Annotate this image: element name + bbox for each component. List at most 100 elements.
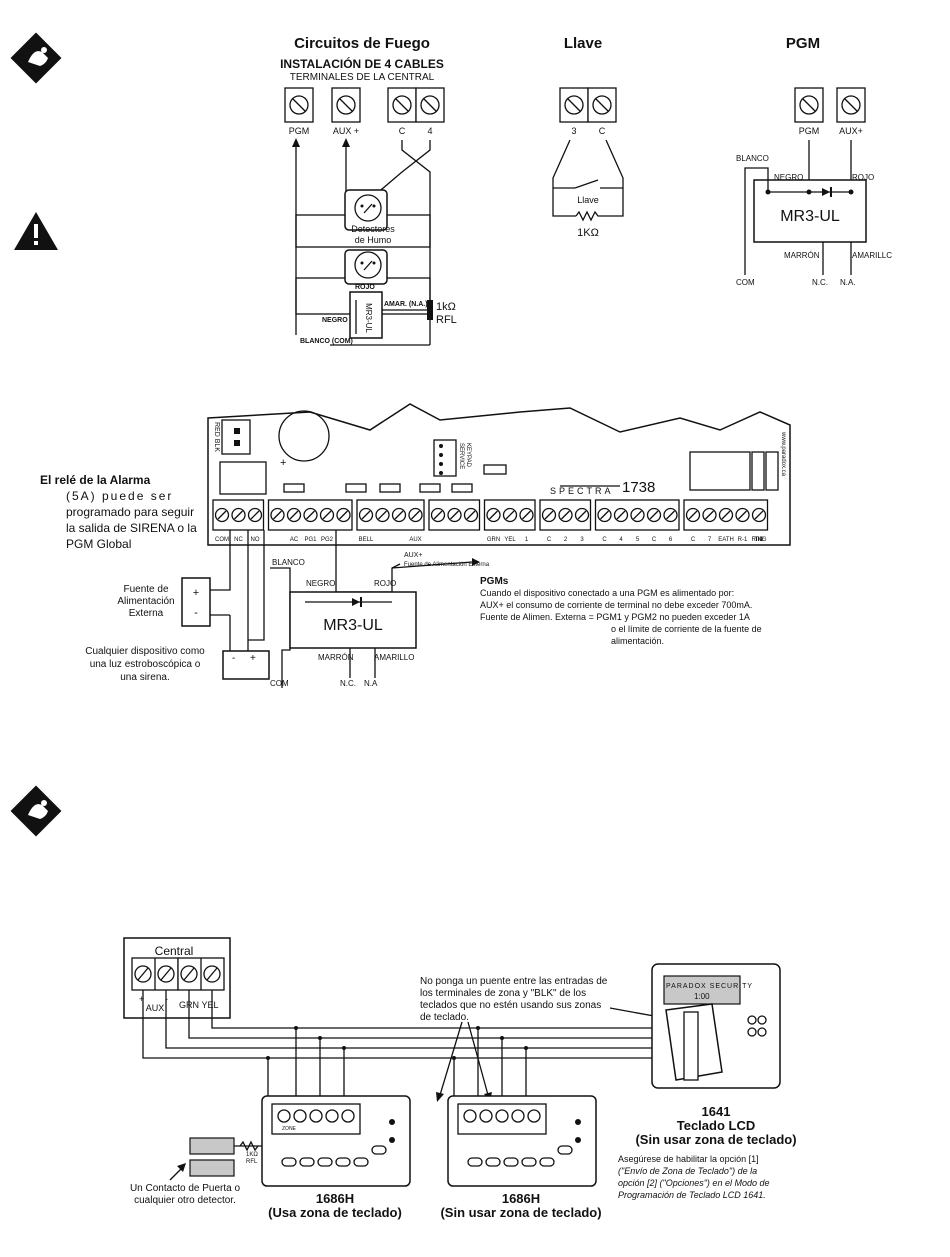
terminal-label: NC: [234, 537, 243, 543]
pgm-rojo: ROJO: [852, 173, 874, 182]
board-ext-supply: Fuente de Alimentación Externa: [404, 562, 490, 568]
terminal-screw-slot: [411, 510, 420, 520]
fire-amar: AMAR. (N.A.): [384, 301, 428, 308]
relay-note-5: PGM Global: [66, 537, 131, 551]
pgms-text-3: Fuente de Alimen. Externa = PGM1 y PGM2 …: [480, 612, 750, 622]
terminal-label: GRN: [487, 537, 500, 543]
board-keypad: KEYPAD: [465, 443, 471, 468]
fire-mr3: MR3-UL: [364, 303, 373, 333]
terminal-label: YEL: [504, 537, 516, 543]
terminal-label: 7: [708, 537, 712, 543]
central-yel: YEL: [201, 1000, 218, 1010]
kp2-sub: (Sin usar zona de teclado): [440, 1205, 601, 1220]
lcd-note-3: opción [2] ("Opciones") en el Modo de: [618, 1178, 769, 1188]
terminal-label: NO: [251, 537, 260, 543]
terminal-label: PG1: [304, 537, 317, 543]
door-contact: [169, 1137, 262, 1181]
fire-resistor-label: 1kΩ: [436, 301, 456, 313]
relay-note-2: (5A) puede ser: [66, 489, 173, 503]
ext-supply-2: Alimentación: [117, 596, 174, 607]
terminal-screw-slot: [544, 510, 554, 520]
fire-terminal-block: [284, 87, 445, 123]
board-blanco: BLANCO: [272, 558, 305, 567]
terminal-screw-slot: [378, 510, 387, 520]
pgm-module: MR3-UL: [780, 208, 840, 225]
keypad-1686h-zone: [261, 1095, 411, 1187]
board-rojo: ROJO: [374, 579, 396, 588]
device-note-3: una sirena.: [120, 672, 169, 683]
contact-resistor: 1KΩ: [246, 1152, 258, 1158]
board-brand: SPECTRA: [550, 486, 614, 496]
terminal-label: C: [652, 537, 657, 543]
terminal-label: TIP: [754, 537, 763, 543]
fire-term-4: 4: [427, 126, 432, 136]
warning-4: de teclado.: [420, 1012, 469, 1023]
pgm-blanco: BLANCO: [736, 154, 769, 163]
pgms-text-4: o el límite de corriente de la fuente de: [611, 624, 762, 634]
warning-1: No ponga un puente entre las entradas de: [420, 976, 608, 987]
board-red-blk: RED BLK: [213, 422, 220, 452]
board-com: COM: [270, 679, 289, 688]
terminal-screw-slot: [522, 510, 531, 520]
central-aux: AUX: [146, 1003, 165, 1013]
kp1-sub: (Usa zona de teclado): [268, 1205, 402, 1220]
terminal-label: 2: [564, 537, 568, 543]
fire-resistor: [427, 300, 433, 320]
board-service: SERVICE: [458, 443, 464, 469]
board-module: MR3-UL: [323, 617, 383, 634]
fire-negro: NEGRO: [322, 317, 348, 324]
key-term-3: 3: [571, 126, 576, 136]
ext-supply-3: Externa: [129, 608, 164, 619]
central-label: Central: [155, 944, 194, 958]
key-switch-label: Llave: [577, 195, 599, 205]
pgms-title: PGMs: [480, 576, 509, 587]
key-resistor: 1KΩ: [577, 227, 599, 239]
fire-blanco: BLANCO (COM): [300, 338, 353, 345]
board-model: 1738: [622, 479, 655, 496]
terminal-label: C: [547, 537, 552, 543]
terminal-screw-slot: [217, 510, 227, 520]
board-website: www.paradox.ca: [780, 431, 786, 477]
lcd-sub: (Sin usar zona de teclado): [635, 1132, 796, 1147]
lcd-note-4: Programación de Teclado LCD 1641.: [618, 1190, 766, 1200]
terminal-label: COM: [215, 537, 229, 543]
lcd-note-2: ("Envío de Zona de Teclado") de la: [618, 1166, 757, 1176]
detectors-label-1: Detectores: [351, 224, 395, 234]
contact-rfl: RFL: [246, 1159, 258, 1165]
terminal-label: RING: [752, 537, 767, 543]
terminal-label: AUX: [409, 537, 421, 543]
ext-plus: +: [193, 587, 199, 599]
terminal-label: PG2: [321, 537, 334, 543]
terminal-screw-slot: [754, 510, 764, 520]
pgm-amarillo: AMARILLC: [852, 251, 892, 260]
key-title: Llave: [564, 35, 602, 52]
warning-arrows: [436, 1007, 682, 1102]
board-battery-plus: +: [280, 457, 286, 469]
pgm-terminal-block: [794, 87, 866, 123]
hand-note-icon: [10, 32, 62, 84]
fire-term-pgm: PGM: [289, 126, 310, 136]
ext-minus: -: [194, 607, 198, 619]
relay-note-1: El relé de la Alarma: [40, 473, 151, 487]
terminal-screw-slot: [561, 510, 570, 520]
terminal-screw-slot: [505, 510, 515, 520]
fire-subtitle: INSTALACIÓN DE 4 CABLES: [280, 56, 444, 71]
board-amarillo: AMARILLO: [374, 653, 414, 662]
device-minus: -: [232, 653, 235, 664]
pgms-text-1: Cuando el dispositivo conectado a una PG…: [480, 588, 734, 598]
relay-note-3: programado para seguir: [66, 505, 194, 519]
terminal-label: AC: [290, 537, 299, 543]
warning-icon: [14, 212, 58, 250]
kp1-terms: ZONE: [282, 1126, 297, 1132]
terminal-label: C: [691, 537, 696, 543]
key-terminal-block: [559, 87, 617, 123]
terminal-screw-slot: [394, 510, 404, 520]
hand-note-icon: [10, 785, 62, 837]
lcd-keypad-1641: [651, 963, 781, 1089]
terminal-screw-slot: [250, 510, 260, 520]
terminal-screw-slot: [721, 510, 731, 520]
device-plus: +: [250, 653, 256, 664]
central-plus: +: [139, 994, 144, 1004]
